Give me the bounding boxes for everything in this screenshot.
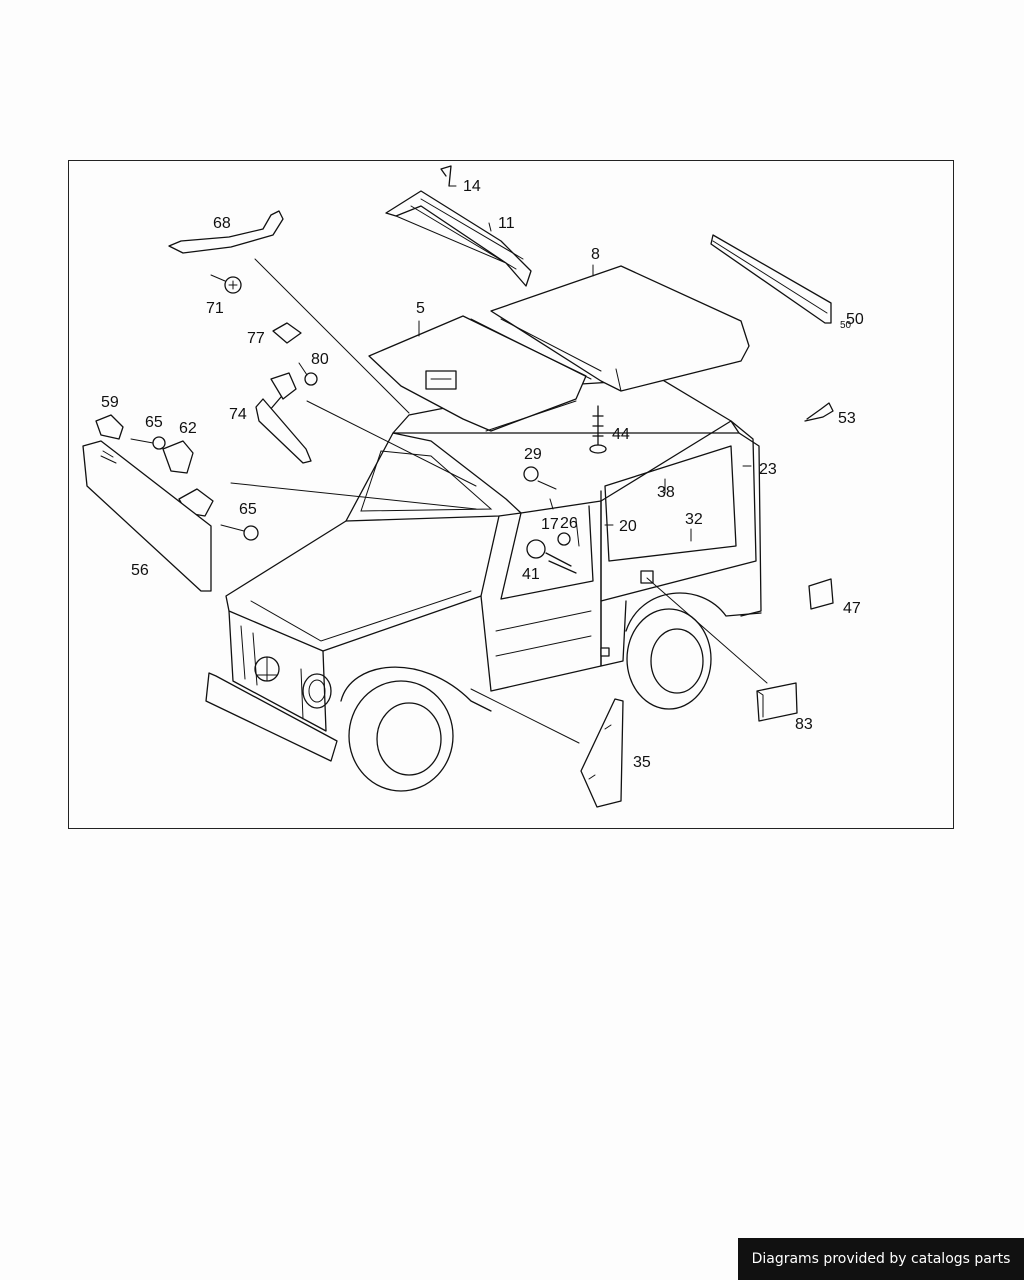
- callout-65-lower: 65: [239, 501, 257, 518]
- diagram-frame: 14 11 8 68 50 50 71 5 77 80 53 59 65 62 …: [68, 160, 954, 829]
- callout-47: 47: [843, 600, 861, 617]
- part-53-clip[interactable]: [804, 402, 834, 422]
- part-56-sunvisor[interactable]: [82, 440, 212, 592]
- part-35-trim-panel[interactable]: [580, 698, 624, 808]
- part-14-clip[interactable]: [440, 165, 452, 187]
- callout-17: 17: [541, 516, 559, 533]
- callout-83: 83: [795, 716, 813, 733]
- part-77-pad[interactable]: [272, 322, 302, 344]
- callout-26: 26: [560, 515, 578, 532]
- callout-5: 5: [416, 300, 425, 317]
- parts-diagram: 14 11 8 68 50 50 71 5 77 80 53 59 65 62 …: [82, 165, 864, 808]
- part-41-fastener[interactable]: [526, 539, 577, 574]
- callout-74: 74: [229, 406, 247, 423]
- callout-14: 14: [463, 178, 481, 195]
- callout-53: 53: [838, 410, 856, 427]
- part-71-screw[interactable]: [210, 274, 242, 294]
- callout-50: 50: [846, 311, 864, 328]
- part-83-box[interactable]: [756, 682, 798, 722]
- callout-65-upper: 65: [145, 414, 163, 431]
- callout-77: 77: [247, 330, 265, 347]
- part-11-roof-strip[interactable]: [385, 190, 532, 287]
- part-59-clip[interactable]: [95, 414, 124, 440]
- callout-11: 11: [498, 215, 515, 232]
- leader-lines: [230, 185, 768, 744]
- part-80-screw[interactable]: [298, 362, 318, 386]
- part-74-mirror[interactable]: [255, 372, 312, 464]
- part-68-grab-handle[interactable]: [168, 210, 284, 254]
- part-65-screw-upper[interactable]: [130, 436, 166, 450]
- credit-banner: Diagrams provided by catalogs parts: [738, 1238, 1024, 1280]
- callout-20: 20: [619, 518, 637, 535]
- callout-29: 29: [524, 446, 542, 463]
- callout-38: 38: [657, 484, 675, 501]
- callout-62: 62: [179, 420, 197, 437]
- callout-50-small: 50: [840, 320, 852, 331]
- part-44-screw[interactable]: [589, 405, 607, 454]
- part-47-cover[interactable]: [808, 578, 834, 610]
- callout-80: 80: [311, 351, 329, 368]
- part-8-headliner[interactable]: [490, 265, 750, 392]
- part-65-screw-lower[interactable]: [220, 524, 259, 541]
- part-29-grommet[interactable]: [523, 466, 539, 482]
- callout-35: 35: [633, 754, 651, 771]
- callout-71: 71: [206, 300, 224, 317]
- callout-8: 8: [591, 246, 600, 263]
- callout-68: 68: [213, 215, 231, 232]
- callout-41: 41: [522, 566, 540, 583]
- part-62-bracket[interactable]: [162, 440, 194, 474]
- callout-32: 32: [685, 511, 703, 528]
- callout-56: 56: [131, 562, 149, 579]
- part-26-clip[interactable]: [557, 532, 571, 546]
- callout-labels: 14 11 8 68 50 50 71 5 77 80 53 59 65 62 …: [101, 178, 864, 771]
- vehicle-body: [205, 378, 762, 792]
- callout-59: 59: [101, 394, 119, 411]
- callout-44: 44: [612, 426, 630, 443]
- part-50-trim[interactable]: [710, 234, 832, 324]
- callout-23: 23: [759, 461, 777, 478]
